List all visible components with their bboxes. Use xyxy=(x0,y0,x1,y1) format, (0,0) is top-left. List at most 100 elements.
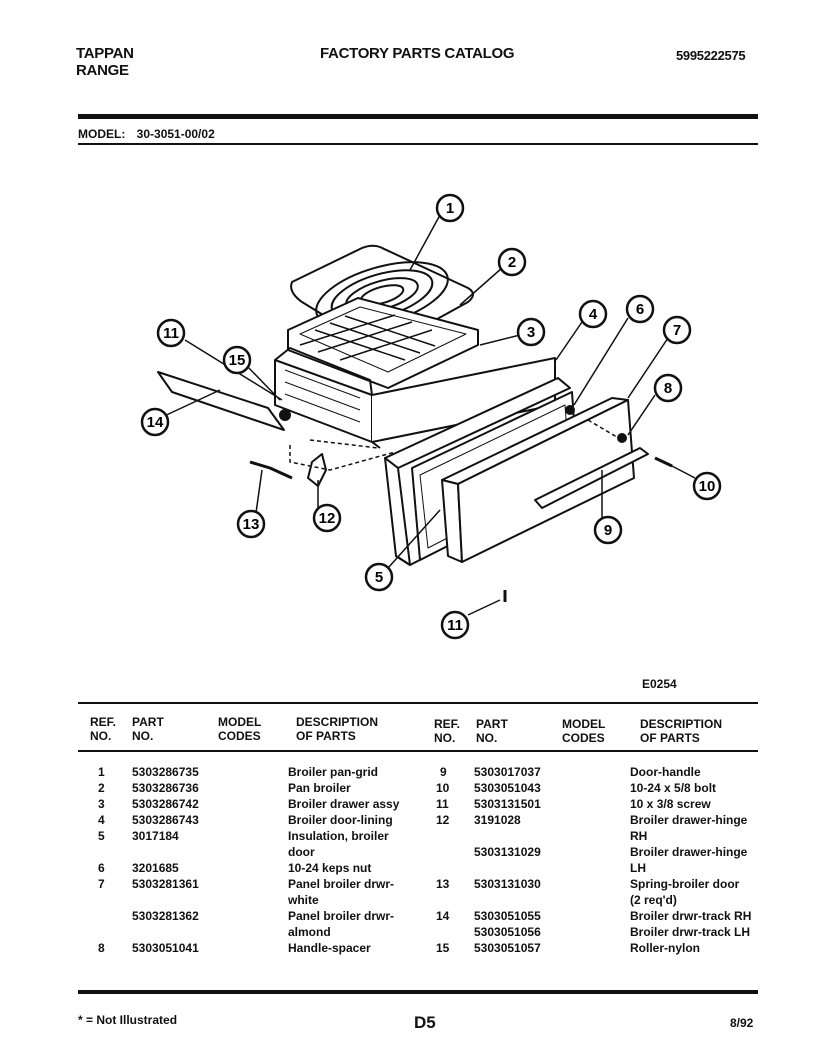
callout-3: 3 xyxy=(516,317,546,347)
callout-13: 13 xyxy=(236,509,266,539)
ref-cell: 15 xyxy=(436,941,450,955)
callout-1: 1 xyxy=(435,193,465,223)
ref-cell: 11 xyxy=(436,797,449,811)
desc-cell: Pan broiler xyxy=(288,781,351,795)
catalog-number: 5995222575 xyxy=(676,48,746,63)
callout-6-label: 6 xyxy=(636,301,644,318)
callout-8: 8 xyxy=(653,373,683,403)
callout-7-label: 7 xyxy=(673,322,681,339)
callout-11b-label: 11 xyxy=(447,617,463,634)
part-cell: 5303051056 xyxy=(474,925,541,939)
callout-11-bottom: 11 xyxy=(440,610,470,640)
desc-cell: Roller-nylon xyxy=(630,941,701,955)
ref-cell: 14 xyxy=(436,909,450,923)
model-line: MODEL: 30-3051-00/02 xyxy=(78,127,215,141)
ref-cell: 5 xyxy=(98,829,105,843)
part-cell: 3191028 xyxy=(474,813,521,827)
callout-13-label: 13 xyxy=(243,516,260,533)
callout-9-label: 9 xyxy=(604,522,612,539)
desc-cell: Broiler pan-grid xyxy=(288,765,379,779)
callout-10-label: 10 xyxy=(699,478,716,495)
callout-15: 15 xyxy=(222,345,252,375)
page-number: D5 xyxy=(414,1013,436,1032)
ref-cell: 3 xyxy=(98,797,105,811)
door-handle-part xyxy=(534,447,649,509)
desc-cell: 10-24 x 5/8 bolt xyxy=(630,781,717,795)
callout-11a-label: 11 xyxy=(163,325,179,342)
callout-2-label: 2 xyxy=(508,254,516,271)
ref-cell: 1 xyxy=(98,765,105,779)
callout-9: 9 xyxy=(593,515,623,545)
brand-block: TAPPAN RANGE xyxy=(76,45,134,79)
callout-3-label: 3 xyxy=(527,324,535,341)
table-top-rule xyxy=(78,702,758,704)
desc-cell: Handle-spacer xyxy=(288,941,371,955)
desc-cell: Broiler drawer assy xyxy=(288,797,400,811)
callout-12: 12 xyxy=(312,503,342,533)
ref-cell: 12 xyxy=(436,813,450,827)
handle-spacer-part xyxy=(617,433,627,443)
header-part-right: PART NO. xyxy=(476,717,508,745)
part-cell: 5303286735 xyxy=(132,765,199,779)
drawer-track-part xyxy=(157,371,285,431)
appliance-type: RANGE xyxy=(76,62,129,79)
part-cell: 5303286743 xyxy=(132,813,199,827)
roller-part xyxy=(279,409,291,421)
callout-11-top: 11 xyxy=(156,318,186,348)
desc-cell: 10-24 keps nut xyxy=(288,861,372,875)
header-desc-left: DESCRIPTION OF PARTS xyxy=(296,715,379,743)
ref-cell: 9 xyxy=(440,765,447,779)
desc-cell: Broiler drwr-track RH xyxy=(630,909,752,923)
part-cell: 5303051057 xyxy=(474,941,541,955)
callout-15-label: 15 xyxy=(229,352,246,369)
desc-cell: Broiler drawer-hinge LH xyxy=(630,845,748,875)
desc-cell: Panel broiler drwr- almond xyxy=(288,909,395,939)
model-value: 30-3051-00/02 xyxy=(136,127,215,141)
part-cell: 5303051055 xyxy=(474,909,541,923)
desc-cell: Spring-broiler door (2 req'd) xyxy=(630,877,740,907)
part-cell: 5303051041 xyxy=(132,941,199,955)
footer-rule xyxy=(78,990,758,994)
part-cell: 5303131501 xyxy=(474,797,541,811)
model-rule xyxy=(78,143,758,145)
ref-cell: 7 xyxy=(98,877,105,891)
callout-14: 14 xyxy=(140,407,170,437)
header-ref-left: REF. NO. xyxy=(90,715,117,743)
desc-cell: Broiler drwr-track LH xyxy=(630,925,751,939)
callout-6: 6 xyxy=(625,294,655,324)
desc-cell: Panel broiler drwr- white xyxy=(288,877,395,907)
header-part-left: PART NO. xyxy=(132,715,164,743)
callout-12-label: 12 xyxy=(319,510,336,527)
desc-cell: Door-handle xyxy=(630,765,701,779)
ref-cell: 10 xyxy=(436,781,450,795)
desc-cell: Broiler door-lining xyxy=(288,813,393,827)
callout-14-label: 14 xyxy=(147,414,164,431)
desc-cell: Broiler drawer-hinge RH xyxy=(630,813,748,843)
ref-cell: 8 xyxy=(98,941,105,955)
table-header-rule xyxy=(78,750,758,752)
callout-1-label: 1 xyxy=(446,200,454,217)
ref-cell: 4 xyxy=(98,813,105,827)
part-cell: 5303281361 xyxy=(132,877,199,891)
callout-4-label: 4 xyxy=(589,306,598,323)
header-model-right: MODEL CODES xyxy=(562,717,606,745)
desc-cell: Insulation, broiler door xyxy=(288,829,389,859)
part-cell: 5303131029 xyxy=(474,845,541,859)
callout-8-label: 8 xyxy=(664,380,672,397)
drawer-hinge-part xyxy=(307,453,327,487)
callout-5-label: 5 xyxy=(375,569,383,586)
header-ref-right: REF. NO. xyxy=(434,717,461,745)
part-cell: 3201685 xyxy=(132,861,179,875)
keps-nut-part xyxy=(565,405,575,415)
part-cell: 5303286736 xyxy=(132,781,199,795)
ref-cell: 2 xyxy=(98,781,105,795)
diagram-code: E0254 xyxy=(642,677,677,691)
catalog-title: FACTORY PARTS CATALOG xyxy=(320,45,515,62)
part-cell: 5303286742 xyxy=(132,797,199,811)
ref-cell: 6 xyxy=(98,861,105,875)
model-label: MODEL: xyxy=(78,127,126,141)
callouts: 1 2 3 4 6 7 8 10 9 11 11 15 14 13 12 5 xyxy=(140,193,722,640)
part-cell: 5303281362 xyxy=(132,909,199,923)
part-cell: 5303131030 xyxy=(474,877,541,891)
callout-10: 10 xyxy=(692,471,722,501)
